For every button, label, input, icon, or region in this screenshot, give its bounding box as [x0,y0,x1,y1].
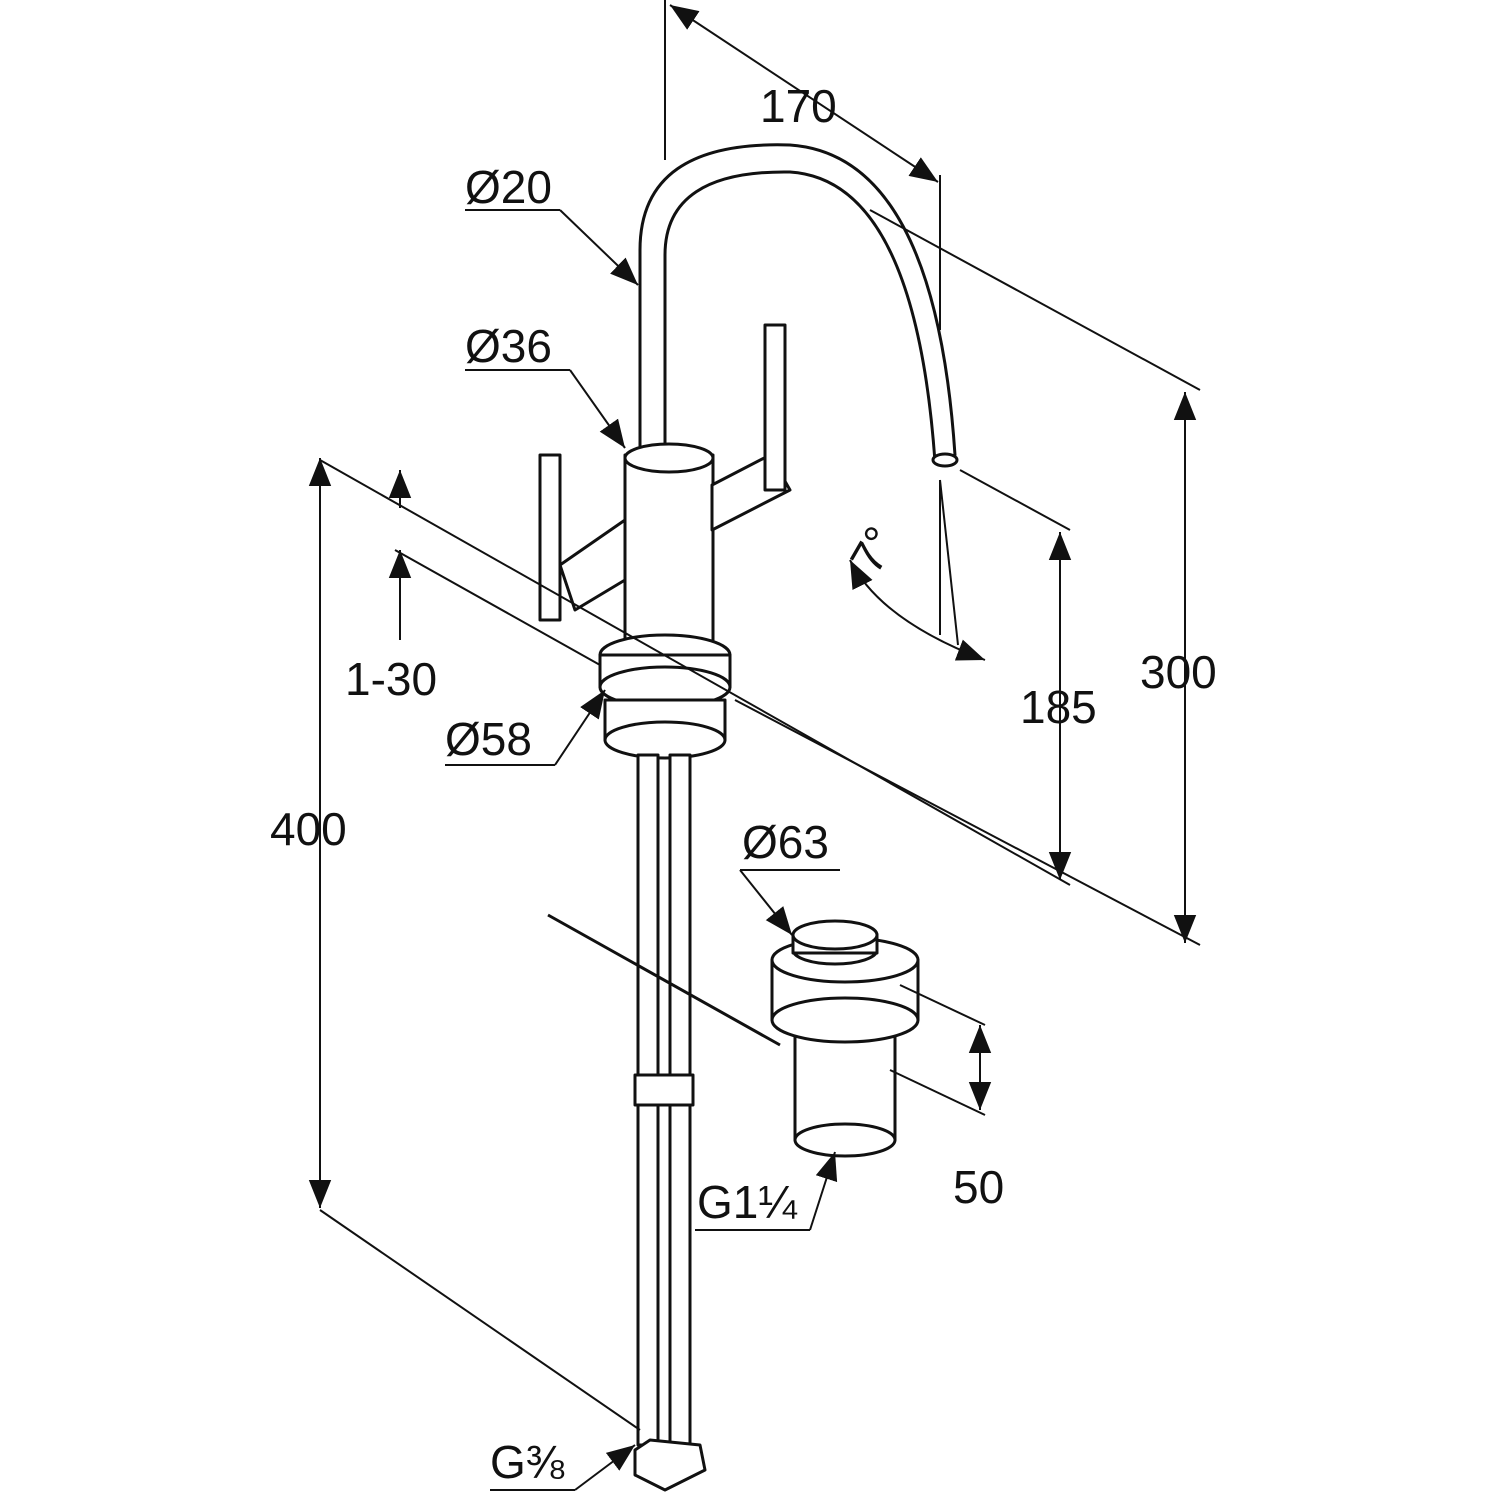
dim-flange-diameter: Ø58 [445,713,532,765]
dim-waste-diameter: Ø63 [742,816,829,868]
dim-spout-outlet-height: 185 [1020,681,1097,733]
dim-deck-thickness: 1-30 [345,653,437,705]
waste-assembly [547,913,920,1158]
dim-body-diameter: Ø36 [465,320,552,372]
dimension-lines [308,0,1201,1491]
dim-spout-diameter: Ø20 [465,161,552,213]
supply-hoses [633,753,707,1492]
dim-overall-height: 300 [1140,646,1217,698]
spout [638,143,959,468]
faucet-body [538,323,792,760]
dim-hose-length: 400 [270,803,347,855]
dim-waste-height: 50 [953,1161,1004,1213]
dim-spout-angle: 7° [840,518,907,582]
dim-spout-reach: 170 [760,80,837,132]
dim-waste-thread: G1¼ [697,1176,797,1228]
dim-connection-thread: G⅜ [490,1436,565,1488]
